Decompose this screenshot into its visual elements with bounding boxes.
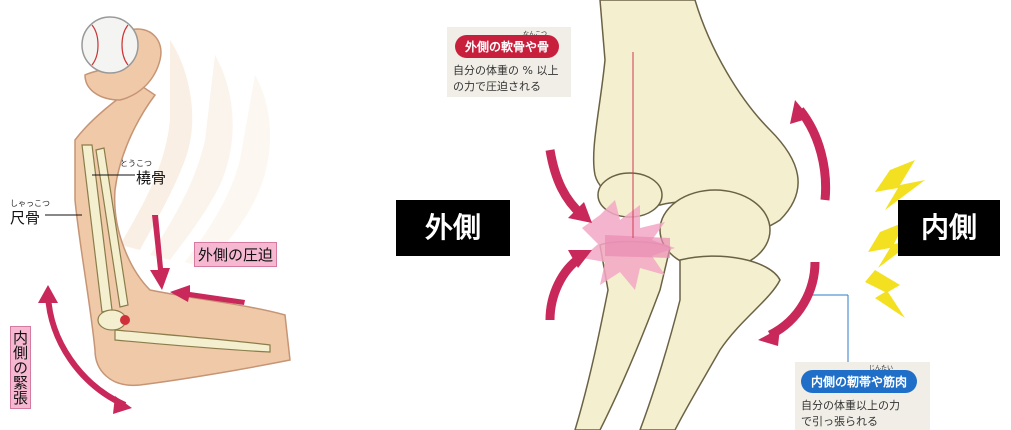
- inner-callout-desc: 自分の体重以上の力 で引っ張られる: [801, 398, 900, 430]
- inner-callout: じんたい 内側の靭帯や筋肉 自分の体重以上の力 で引っ張られる: [795, 362, 930, 430]
- outer-callout-desc-line1: 自分の体重の % 以上: [453, 63, 558, 79]
- outer-arrow-bottom: [550, 258, 580, 320]
- outer-callout-desc: 自分の体重の % 以上 の力で圧迫される: [453, 63, 558, 95]
- inner-callout-title: 内側の靭帯や筋肉: [801, 370, 917, 393]
- outer-compression-label: 外側の圧迫: [194, 242, 277, 267]
- radius-label: 橈骨: [136, 167, 166, 188]
- outer-callout: なんこつ 外側の軟骨や骨 自分の体重の % 以上 の力で圧迫される: [447, 27, 571, 97]
- inner-callout-desc-line1: 自分の体重以上の力: [801, 398, 900, 414]
- inner-side-label: 内側: [898, 200, 1000, 256]
- lightning-bolt-bottom: [865, 270, 905, 318]
- elbow-illustration-panel: 外側 内側 なんこつ 外側の軟骨や骨 自分の体重の % 以上 の力で圧迫される …: [300, 0, 1011, 430]
- arm-illustration: [0, 0, 300, 430]
- inner-tension-label: 内側の緊張: [10, 326, 31, 409]
- outer-side-label: 外側: [396, 200, 510, 256]
- arm-illustration-panel: とうこつ 橈骨 しゃっこつ 尺骨 外側の圧迫 内側の緊張: [0, 0, 300, 430]
- outer-callout-title: 外側の軟骨や骨: [455, 35, 559, 58]
- inner-callout-desc-line2: で引っ張られる: [801, 414, 900, 430]
- ulna-label: 尺骨: [10, 207, 40, 228]
- outer-callout-desc-line2: の力で圧迫される: [453, 79, 558, 95]
- outer-arrow-top: [550, 150, 582, 215]
- inner-arrow-top: [800, 110, 826, 200]
- inner-arrow-bottom: [770, 262, 815, 335]
- baseball: [82, 17, 138, 73]
